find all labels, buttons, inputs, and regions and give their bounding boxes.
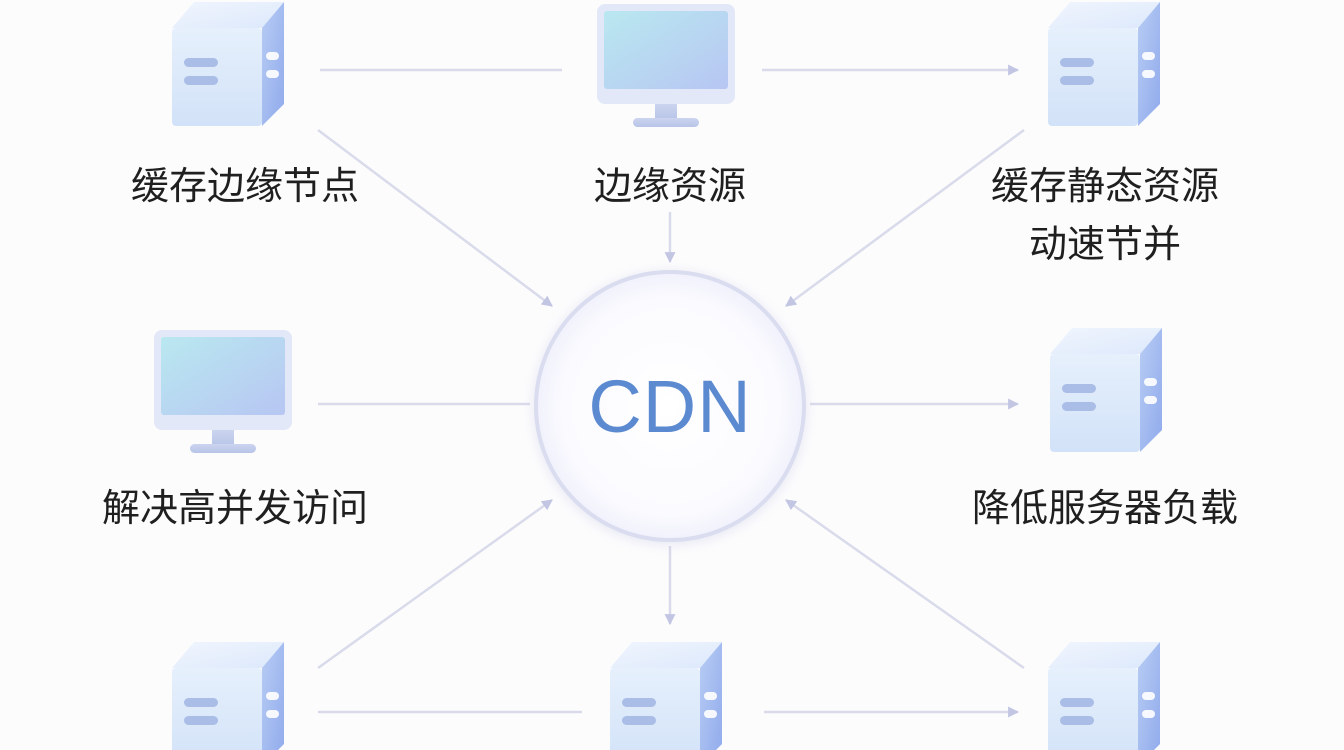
arrow-bottom-right-to-center — [785, 498, 1025, 670]
server-icon — [1050, 328, 1162, 452]
arrow-top-right-to-center — [785, 128, 1025, 308]
server-icon — [1048, 642, 1160, 750]
server-icon — [172, 2, 284, 126]
label-top-left: 缓存边缘节点 — [130, 164, 359, 208]
server-icon — [1048, 2, 1160, 126]
monitor-icon — [154, 330, 292, 453]
server-icon — [610, 642, 722, 750]
monitor-icon — [597, 4, 735, 127]
label-top-right-line1: 缓存静态资源 — [990, 164, 1219, 208]
arrow-top-left-to-center — [317, 129, 553, 307]
connector-lines — [317, 64, 1025, 718]
label-mid-right: 降低服务器负载 — [971, 486, 1238, 530]
arrow-bottom-left-to-center — [317, 498, 553, 670]
label-mid-left: 解决高并发访问 — [101, 486, 368, 530]
label-top-center: 边缘资源 — [593, 164, 746, 208]
cdn-hub-circle — [534, 270, 806, 542]
server-icon — [172, 642, 284, 750]
label-top-right-line2: 动速节并 — [1028, 222, 1181, 266]
